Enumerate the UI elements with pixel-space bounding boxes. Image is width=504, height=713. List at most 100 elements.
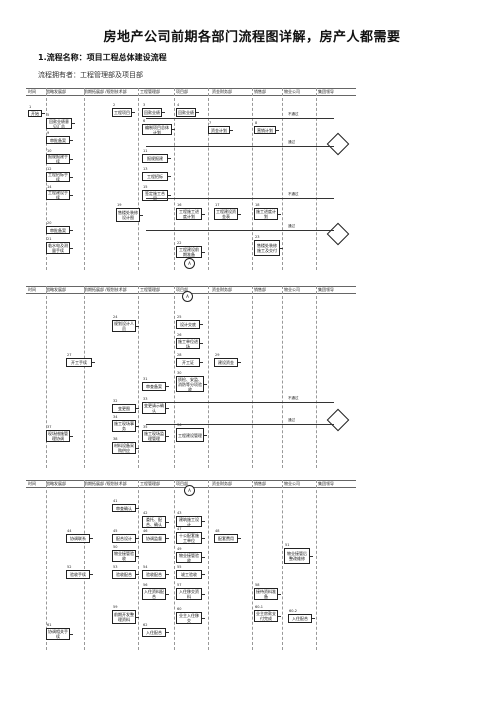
flow-connector-line — [140, 215, 143, 216]
process-step: 验收配合 — [112, 570, 136, 579]
step-number: 41 — [113, 499, 118, 503]
flow-connector-line — [204, 384, 207, 385]
step-number: 29 — [215, 353, 220, 357]
flow-connector-line — [136, 426, 139, 427]
decision-result-label: 不通过 — [288, 396, 299, 400]
flow-connector-line — [202, 214, 205, 215]
process-step: 报规报建 — [142, 154, 168, 163]
flow-connector-line — [166, 436, 169, 437]
step-number: 5 — [47, 113, 50, 117]
process-step: 物业接管验收 — [176, 552, 202, 563]
step-number: 51 — [285, 543, 290, 547]
flow-connector-line — [136, 448, 139, 449]
step-number: 62 — [143, 623, 148, 627]
process-step: 审批备案 — [46, 226, 70, 234]
process-step: 协调联系 — [66, 534, 90, 543]
process-step: 审查备案 — [142, 382, 166, 391]
flow-connector-line — [278, 616, 281, 617]
step-number: 12 — [47, 167, 52, 171]
lane-separator — [208, 88, 209, 270]
flow-connector-line — [70, 177, 73, 178]
flow-connector-line — [312, 618, 315, 619]
lane-separator — [84, 480, 85, 650]
decision-result-label: 不通过 — [288, 112, 299, 116]
step-number: 25 — [177, 315, 182, 319]
step-number: 9 — [47, 131, 50, 135]
flow-connector-line — [278, 214, 281, 215]
flow-connector-line — [70, 248, 73, 249]
flow-connector-line — [72, 123, 75, 124]
step-number: 2 — [113, 103, 116, 107]
flow-connector-line — [204, 435, 207, 436]
process-step: 开工证 — [176, 358, 200, 367]
step-number: 54 — [143, 565, 148, 569]
lane-separator — [252, 88, 253, 270]
step-number: 20 — [47, 221, 52, 225]
flow-connector-line — [202, 574, 205, 575]
process-step: 审批备案 — [46, 136, 70, 144]
lane-separator — [282, 88, 283, 270]
process-step: 验收配合 — [142, 570, 166, 579]
flow-connector-line — [132, 112, 135, 113]
step-number: 44 — [67, 529, 72, 533]
flow-connector-line — [136, 574, 139, 575]
lane-header-rule — [26, 95, 356, 96]
flow-connector-line — [230, 130, 233, 131]
flow-connector-line — [166, 522, 169, 523]
flow-connector-line — [90, 538, 93, 539]
process-step: 工程建设管理 — [176, 428, 204, 442]
lane-header: 战略发展部 — [46, 89, 66, 94]
page-connector: A — [184, 258, 195, 269]
flow-connector-line — [136, 408, 139, 409]
lane-header: 前期拓展部 /规划技术部 — [84, 481, 127, 486]
decision-flow-line — [146, 424, 334, 425]
decision-flow-line — [146, 230, 334, 231]
flowchart-part-3: 时间战略发展部前期拓展部 /规划技术部工程管理部项目部资金财务部销售部物业公司集… — [26, 480, 356, 650]
process-step: 工程项目 — [112, 108, 132, 117]
process-step: 前期开发整理资料 — [112, 610, 136, 624]
flow-connector-line — [202, 521, 205, 522]
flow-connector-line — [136, 617, 139, 618]
lane-separator — [84, 88, 85, 270]
flow-connector-line — [276, 130, 279, 131]
flow-connector-line — [172, 129, 175, 130]
step-number: 36 — [177, 423, 182, 427]
flow-connector-line — [166, 574, 169, 575]
process-step: 施工进度计划 — [254, 208, 278, 220]
lane-header: 项目部 — [176, 481, 188, 486]
process-step: 业主入住移交 — [176, 612, 202, 624]
lane-header: 物业公司 — [284, 287, 300, 292]
process-step: 施工现场监理管理 — [142, 430, 166, 442]
step-number: 32 — [113, 399, 118, 403]
lane-header: 销售部 — [254, 89, 266, 94]
flow-connector-line — [90, 574, 93, 575]
process-step: 物业接管验收 — [112, 550, 136, 562]
lane-separator — [252, 480, 253, 650]
process-step: 业主房款支付完成 — [254, 610, 278, 622]
flow-connector-line — [202, 618, 205, 619]
step-number: 60 — [177, 607, 182, 611]
lane-header: 销售部 — [254, 481, 266, 486]
step-number: 28 — [177, 353, 182, 357]
flow-connector-line — [166, 386, 169, 387]
step-number: 35 — [143, 425, 148, 429]
step-number: 55 — [177, 565, 182, 569]
lane-header: 项目部 — [176, 89, 188, 94]
flow-connector-line — [280, 248, 283, 249]
flow-connector-line — [166, 632, 169, 633]
process-step: 配套费用 — [214, 534, 238, 543]
flow-connector-line — [162, 112, 165, 113]
process-step: 变更请示确认 — [142, 402, 166, 414]
process-step: 工程招标 — [142, 172, 168, 181]
process-step: 售楼处装修施工及交付 — [254, 240, 280, 256]
lane-separator — [252, 286, 253, 468]
process-step: 开始 — [28, 110, 42, 117]
process-step: 入住配合 — [142, 628, 166, 637]
lane-separator — [282, 480, 283, 650]
lane-separator — [316, 286, 317, 468]
flow-connector-line — [42, 113, 45, 114]
process-step: 变更图 — [112, 404, 136, 413]
decision-flow-line — [146, 146, 334, 147]
decision-diamond — [326, 132, 350, 156]
process-step: 工程建设资金表 — [214, 208, 238, 220]
